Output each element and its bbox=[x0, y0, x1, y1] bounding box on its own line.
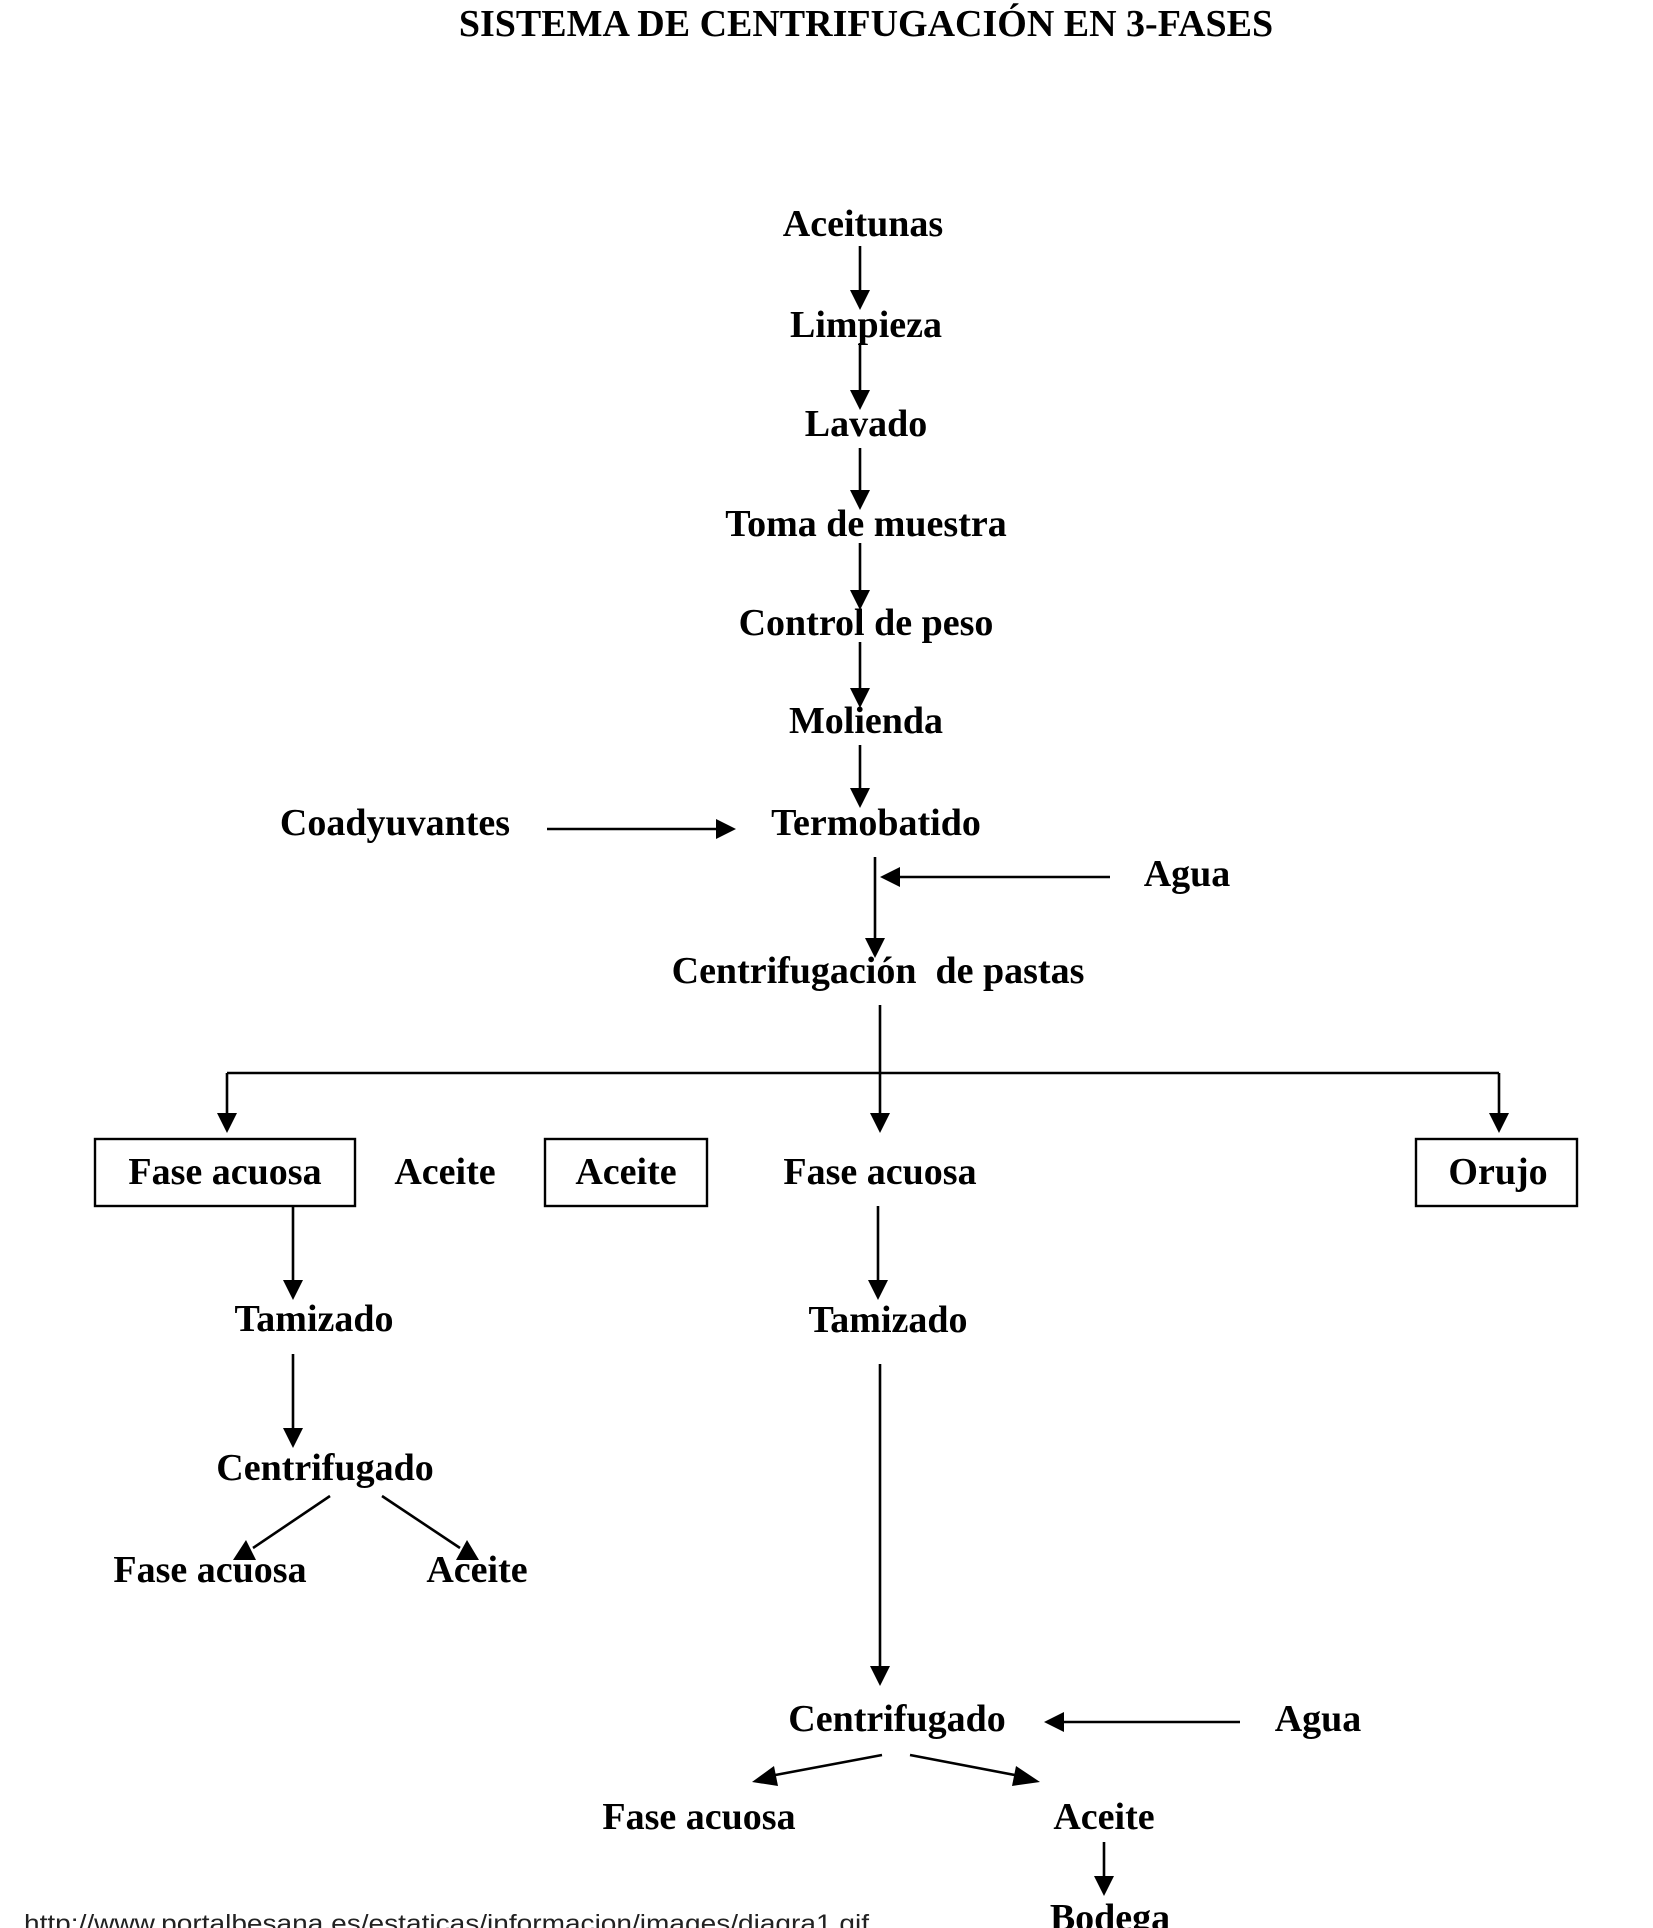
arrowhead-down-icon bbox=[868, 1280, 888, 1300]
arrowhead-right-icon bbox=[1012, 1766, 1040, 1786]
arrowhead-up-icon bbox=[233, 1540, 256, 1560]
node-fase-acuosa-box: Fase acuosa bbox=[128, 1151, 321, 1193]
node-agua-2: Agua bbox=[1275, 1698, 1362, 1740]
arrowhead-down-icon bbox=[850, 490, 870, 510]
arrowhead-down-icon bbox=[850, 390, 870, 410]
arrowhead-down-icon bbox=[1094, 1876, 1114, 1896]
right-branch: Tamizado Centrifugado Agua Fase acuosa A… bbox=[602, 1206, 1361, 1928]
box-orujo bbox=[1414, 1137, 1579, 1208]
node-lavado: Lavado bbox=[805, 403, 927, 445]
arrowhead-down-icon bbox=[870, 1666, 890, 1686]
box-aceite bbox=[543, 1137, 709, 1208]
arrowhead-up-icon bbox=[456, 1540, 479, 1560]
node-orujo-box: Orujo bbox=[1448, 1151, 1547, 1193]
left-branch: Tamizado Centrifugado Fase acuosa Aceite bbox=[113, 1206, 528, 1591]
node-toma-de-muestra: Toma de muestra bbox=[725, 503, 1006, 545]
node-fase-acuosa-left-out: Fase acuosa bbox=[113, 1549, 306, 1591]
node-limpieza: Limpieza bbox=[790, 304, 942, 346]
node-coadyuvantes: Coadyuvantes bbox=[280, 802, 510, 844]
arrowhead-down-icon bbox=[283, 1428, 303, 1448]
arrowhead-down-icon bbox=[870, 1113, 890, 1133]
arrowhead-down-icon bbox=[850, 788, 870, 808]
arrowhead-right-icon bbox=[716, 819, 736, 839]
node-tamizado-left: Tamizado bbox=[234, 1298, 393, 1340]
arrowhead-left-icon bbox=[880, 867, 900, 887]
diagram-title: SISTEMA DE CENTRIFUGACIÓN EN 3-FASES bbox=[459, 3, 1273, 45]
node-control-de-peso: Control de peso bbox=[739, 602, 994, 644]
arrowhead-left-icon bbox=[1044, 1712, 1064, 1732]
node-molienda: Molienda bbox=[789, 700, 943, 742]
arrowhead-down-icon bbox=[850, 590, 870, 610]
arrowhead-down-icon bbox=[850, 290, 870, 310]
edge-centrifugado-aceite-right bbox=[909, 1753, 1021, 1778]
node-tamizado-right: Tamizado bbox=[808, 1299, 967, 1341]
node-termobatido: Termobatido bbox=[771, 802, 981, 844]
node-fase-acuosa-center: Fase acuosa bbox=[783, 1151, 976, 1193]
arrowhead-down-icon bbox=[283, 1280, 303, 1300]
node-centrifugacion-de-pastas: Centrifugación de pastas bbox=[672, 950, 1085, 992]
edge-centrifugado-fase-acuosa-left bbox=[252, 1494, 331, 1550]
edge-centrifugado-aceite-left bbox=[381, 1494, 461, 1550]
node-fase-acuosa-right-out: Fase acuosa bbox=[602, 1796, 795, 1838]
node-agua-1: Agua bbox=[1144, 853, 1231, 895]
arrowhead-down-icon bbox=[865, 938, 885, 958]
arrowhead-down-icon bbox=[217, 1113, 237, 1133]
source-url: http://www.portalbesana.es/estaticas/inf… bbox=[24, 1910, 869, 1928]
node-aceite-label: Aceite bbox=[394, 1151, 495, 1193]
split-connector bbox=[217, 1005, 1509, 1133]
arrowhead-down-icon bbox=[1489, 1113, 1509, 1133]
box-fase-acuosa bbox=[93, 1137, 357, 1208]
node-aceite-right-out: Aceite bbox=[1053, 1796, 1154, 1838]
edge-centrifugado-fase-acuosa-right bbox=[769, 1753, 883, 1778]
node-aceite-left-out: Aceite bbox=[426, 1549, 527, 1591]
node-bodega: Bodega bbox=[1050, 1897, 1170, 1928]
arrowhead-left-icon bbox=[752, 1766, 778, 1786]
arrowhead-down-icon bbox=[850, 688, 870, 708]
node-centrifugado-right: Centrifugado bbox=[788, 1698, 1005, 1740]
node-centrifugado-left: Centrifugado bbox=[216, 1447, 433, 1489]
node-aceite-box: Aceite bbox=[575, 1151, 676, 1193]
node-aceitunas: Aceitunas bbox=[783, 203, 943, 245]
main-chain-arrows bbox=[850, 246, 870, 808]
